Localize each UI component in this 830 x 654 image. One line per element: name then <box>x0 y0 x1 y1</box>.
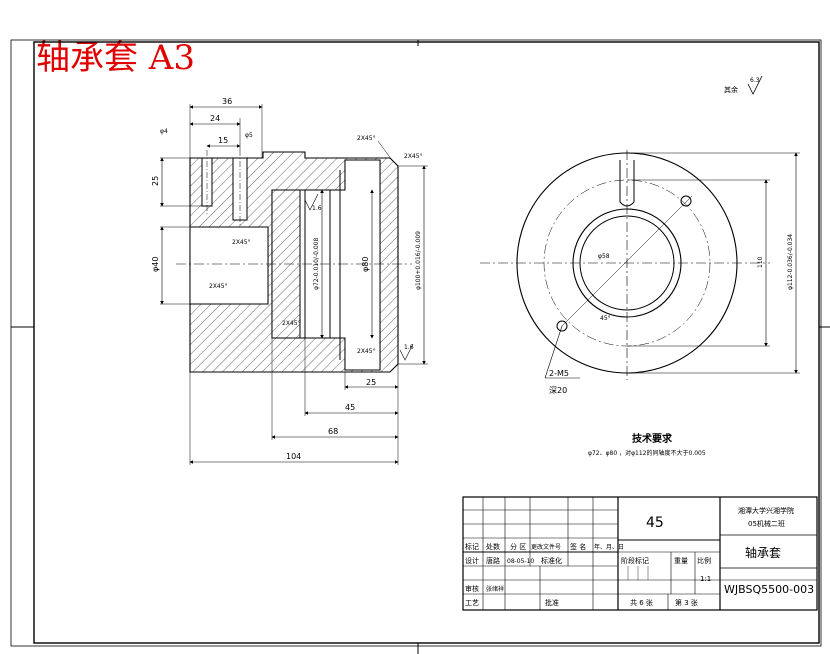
material: 45 <box>646 515 664 531</box>
process-label: 工艺 <box>465 599 479 607</box>
technical-requirements: 技术要求 φ72、φ80 ，对φ112的同轴度不大于0.005 <box>588 432 706 457</box>
part-name: 轴承套 <box>745 545 781 560</box>
review-label: 审核 <box>465 584 479 593</box>
tech-req-heading: 技术要求 <box>632 432 673 445</box>
dim-top-24: 24 <box>210 114 220 123</box>
chamfer-label-1: 2X45° <box>357 135 376 142</box>
hdr-zone: 分 区 <box>510 542 526 551</box>
dim-bottom-45: 45 <box>345 403 355 412</box>
roughness-value: 6.3 <box>750 77 760 84</box>
hdr-sign: 签 名 <box>570 542 586 551</box>
side-view: 45° φ58 2-M5 深20 110 φ112-0.036/-0.034 <box>480 150 800 395</box>
ratio-label: 比例 <box>697 556 711 565</box>
title-block <box>462 496 818 611</box>
hole-note-right: φ5 <box>245 132 253 139</box>
roughness-mark-1: 1.6 <box>312 205 322 212</box>
dim-bore-80: φ80 <box>361 257 370 272</box>
sheets-total: 共 6 张 <box>630 598 653 607</box>
roughness-note: 其余 6.3 <box>724 75 763 95</box>
dim-side-pcd: 110 <box>757 256 764 268</box>
design-label: 设计 <box>465 556 479 565</box>
hdr-change-doc: 更改文件号 <box>531 543 561 551</box>
sheet-number: 第 3 张 <box>675 598 698 607</box>
dim-bore-72: φ72-0.010/-0.008 <box>313 238 320 290</box>
hdr-count: 处数 <box>486 542 500 551</box>
school-name: 湘潭大学兴湘学院 <box>738 506 794 515</box>
chamfer-label-2: 2X45° <box>404 153 423 160</box>
chamfer-label-4: 2X45° <box>209 283 228 290</box>
class-name: 05机械二班 <box>748 519 785 528</box>
scale: 1:1 <box>700 575 711 583</box>
roughness-mark-2: 1.6 <box>404 344 414 351</box>
dim-left-40: φ40 <box>151 257 160 272</box>
title-block-text: 45 湘潭大学兴湘学院 05机械二班 轴承套 WJBSQ5500-003 1:1… <box>465 506 814 607</box>
dim-top-15: 15 <box>218 136 228 145</box>
drawing-title-overlay: 轴承套 A3 <box>36 38 195 78</box>
tech-req-text: φ72、φ80 ，对φ112的同轴度不大于0.005 <box>588 449 706 457</box>
dim-bottom-25: 25 <box>366 378 376 387</box>
chamfer-label-5: 2X45° <box>282 320 301 327</box>
standardize-label: 标准化 <box>541 556 562 565</box>
drawing-number: WJBSQ5500-003 <box>724 583 814 596</box>
dim-top-36: 36 <box>222 97 232 106</box>
dim-left-25: 25 <box>151 176 160 186</box>
hdr-mark: 标记 <box>465 542 479 551</box>
front-section-view: 36 24 15 φ4 φ5 25 φ40 φ72-0.010/-0.008 φ… <box>151 97 428 465</box>
angle-label: 45° <box>600 315 611 322</box>
hole-note-left: φ4 <box>160 128 168 135</box>
dim-bottom-68: 68 <box>328 427 338 436</box>
chamfer-label-3: 2X45° <box>232 239 251 246</box>
hole-callout: 2-M5 <box>549 369 569 378</box>
design-date: 08-05-10 <box>507 558 534 565</box>
designer: 唐路 <box>486 556 500 565</box>
roughness-note-label: 其余 <box>724 85 738 94</box>
stage-label: 阶段标记 <box>621 556 649 565</box>
sheet-border <box>10 39 830 654</box>
dim-side-bore: φ58 <box>598 253 610 260</box>
dim-outer-100: φ100+0.016/-0.009 <box>415 231 422 290</box>
hdr-date: 年、月、日 <box>594 543 624 551</box>
chamfer-label-6: 2X45° <box>357 348 376 355</box>
approve-label: 批准 <box>545 598 559 607</box>
hole-depth: 深20 <box>549 386 567 395</box>
dim-side-outer: φ112-0.036/-0.034 <box>787 234 794 290</box>
reviewer: 张绪祥 <box>486 585 504 593</box>
dim-bottom-104: 104 <box>286 452 301 461</box>
weight-label: 重量 <box>674 557 688 565</box>
